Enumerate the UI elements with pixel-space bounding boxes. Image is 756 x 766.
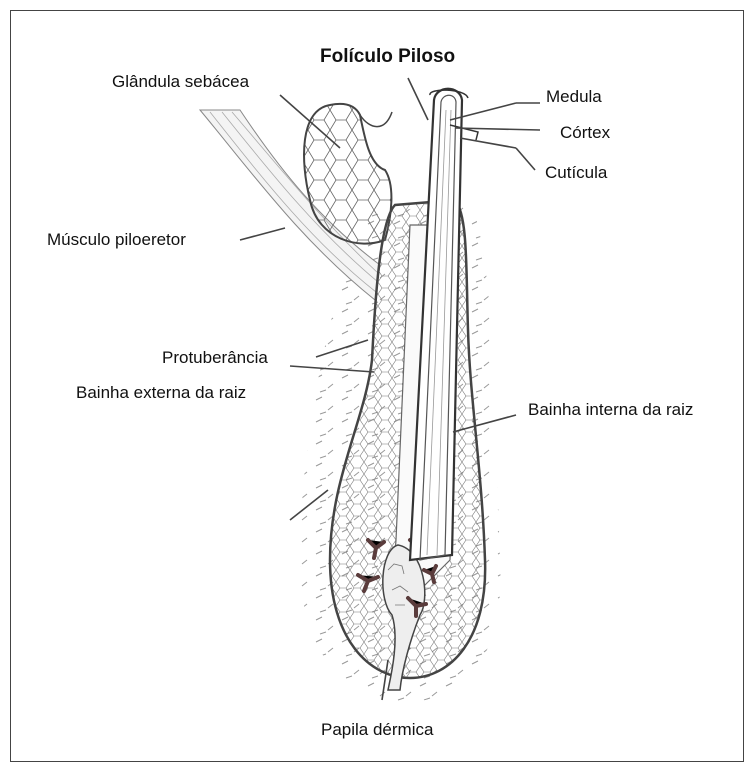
label-cortex: Córtex (560, 123, 610, 143)
label-protuberancia: Protuberância (162, 348, 268, 368)
label-cuticula: Cutícula (545, 163, 607, 183)
diagram-title: Folículo Piloso (320, 46, 455, 68)
label-musculo-piloeretor: Músculo piloeretor (47, 230, 186, 250)
label-glandula-sebacea: Glândula sebácea (112, 72, 249, 92)
label-medula: Medula (546, 87, 602, 107)
label-bainha-interna: Bainha interna da raiz (528, 400, 693, 420)
label-bainha-externa: Bainha externa da raiz (76, 383, 246, 403)
label-papila-dermica: Papila dérmica (321, 720, 433, 740)
